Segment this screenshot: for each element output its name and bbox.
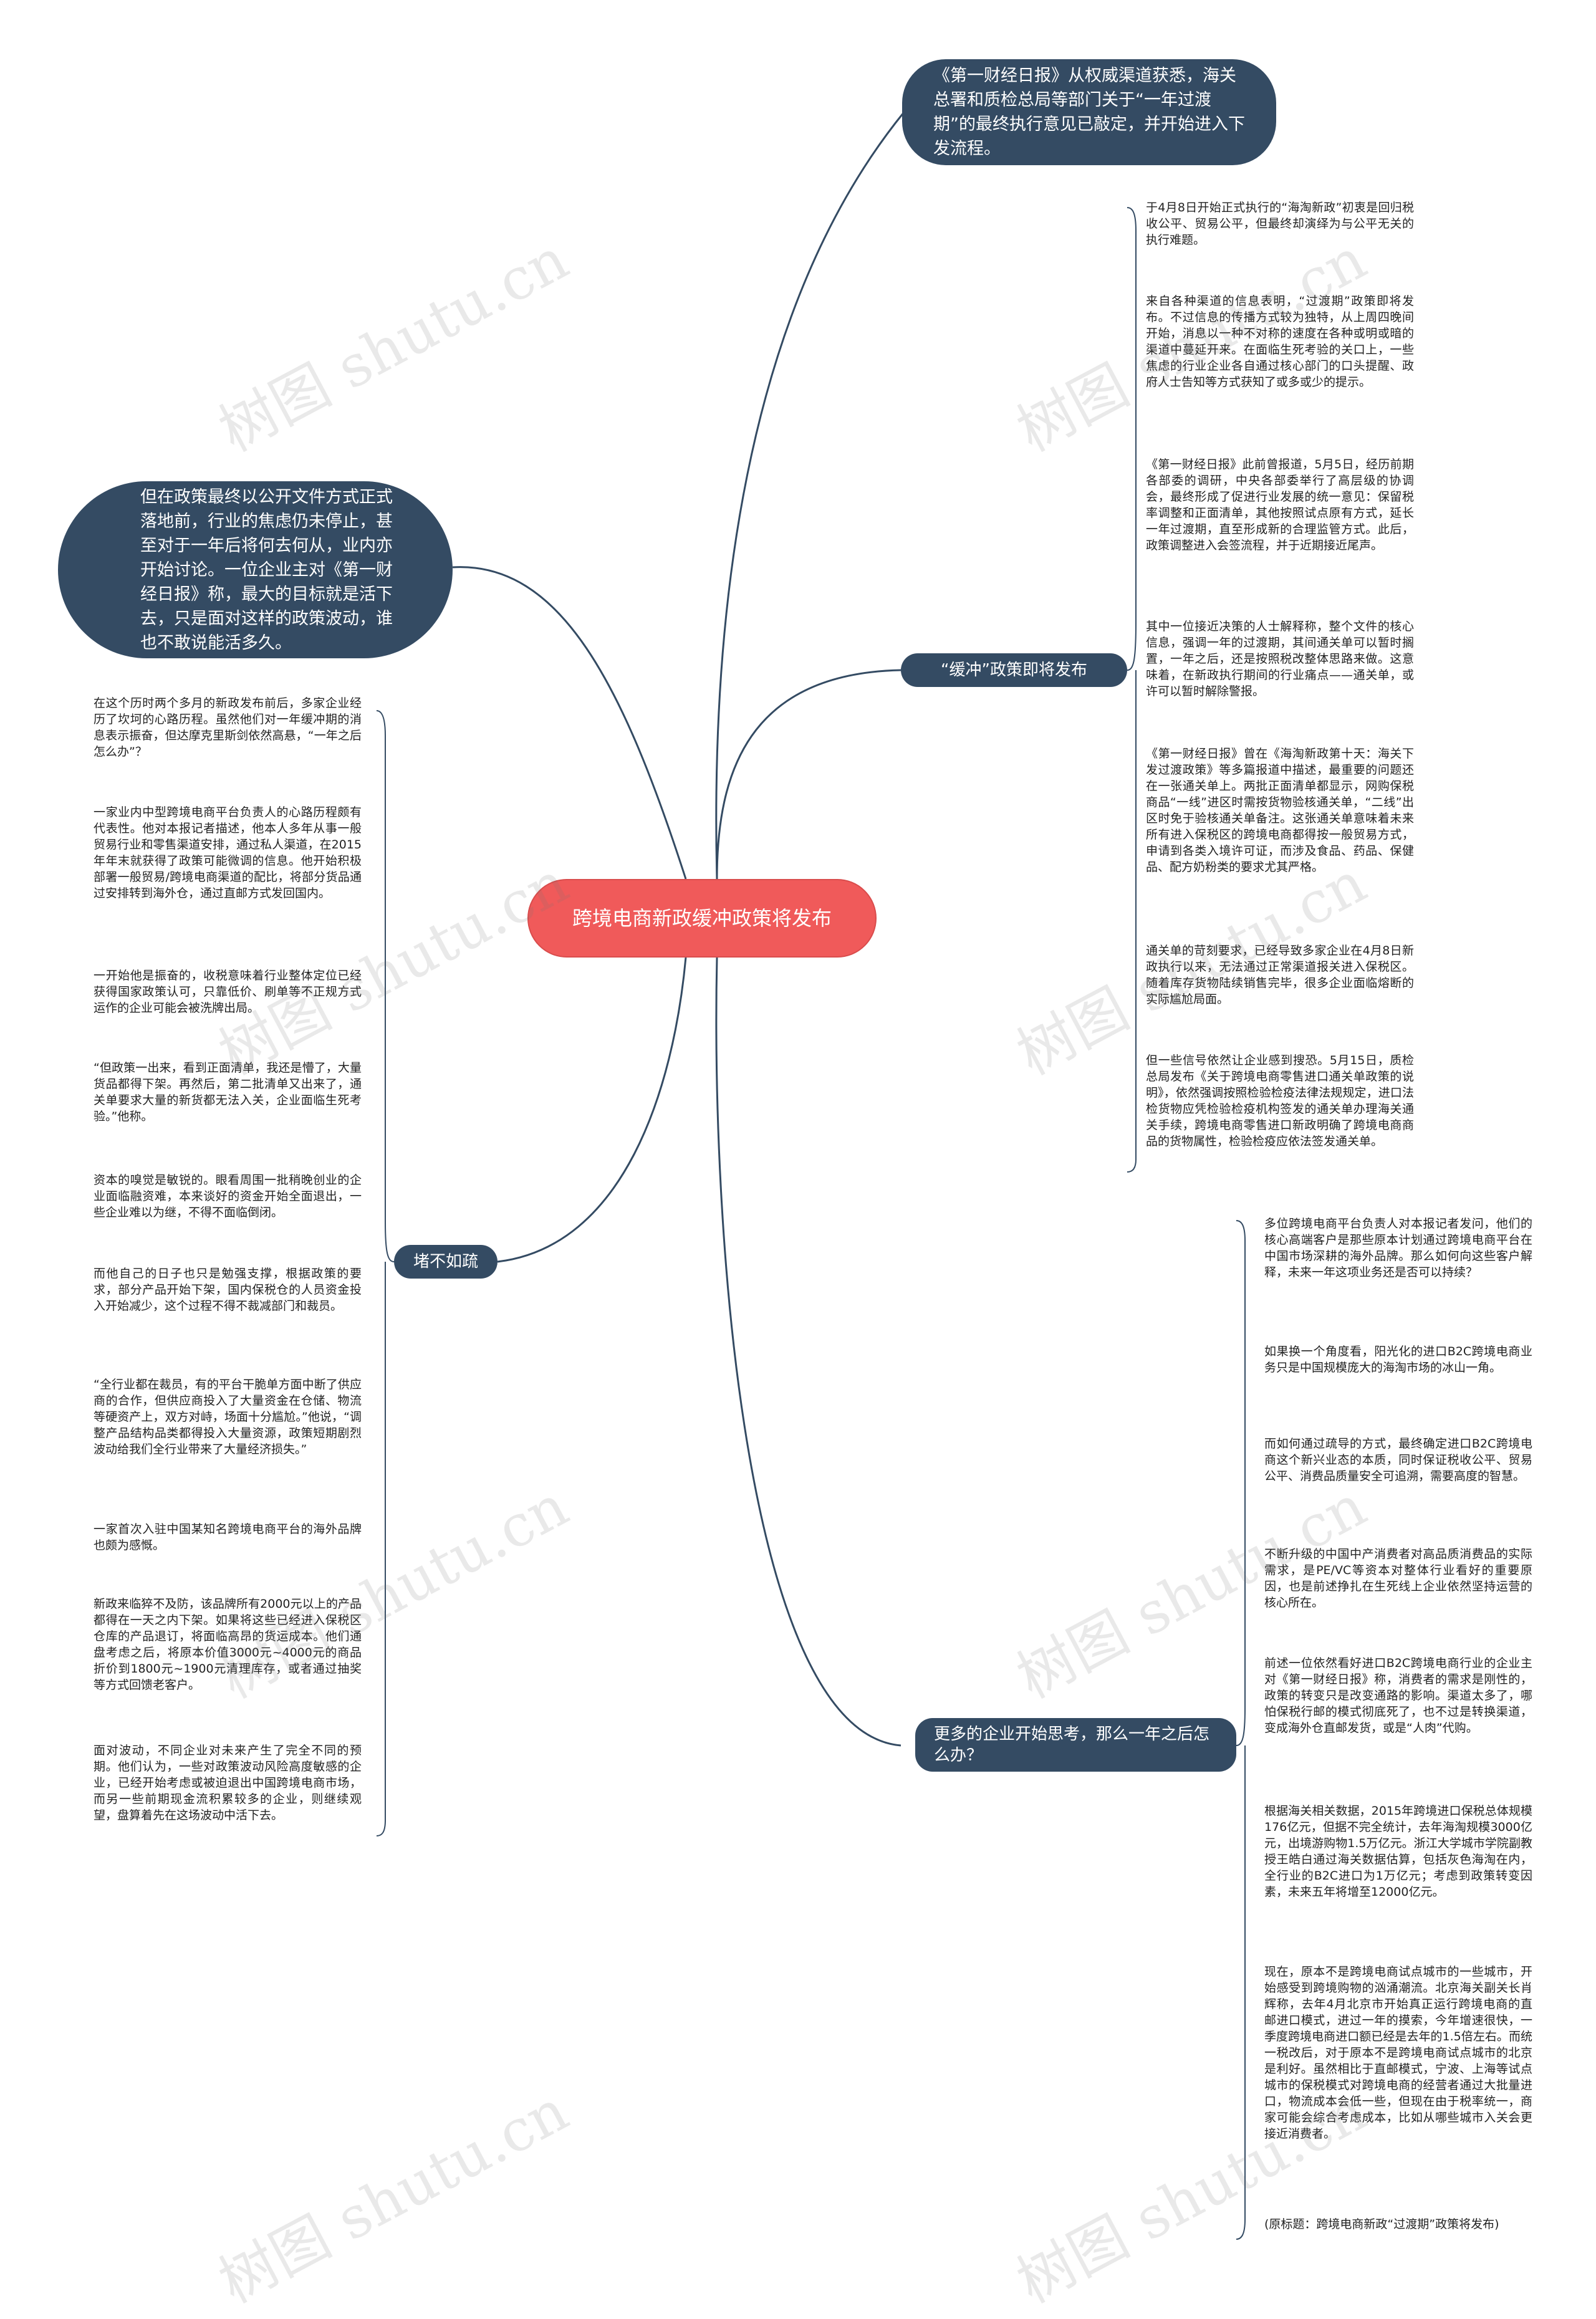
block-leaf-2: 一家业内中型跨境电商平台负责人的心路历程颇有代表性。他对本报记者描述，他本人多年… xyxy=(94,805,362,900)
more-leaf-8: (原标题：跨境电商新政“过渡期”政策将发布) xyxy=(1264,2217,1499,2231)
link-root-block xyxy=(497,957,687,1263)
buffer-leaf-4: 其中一位接近决策的人士解释称，整个文件的核心信息，强调一年的过渡期，其间通关单可… xyxy=(1146,620,1414,698)
block-leaf-10: 面对波动，不同企业对未来产生了完全不同的预期。他们认为，一些对政策波动风险高度敏… xyxy=(94,1744,362,1822)
link-root-more xyxy=(715,957,901,1747)
more-leaf-7: 现在，原本不是跨境电商试点城市的一些城市，开始感受到跨境购物的汹涌潮流。北京海关… xyxy=(1264,1965,1532,2141)
branch-more[interactable]: 更多的企业开始思考，那么一年之后怎么办？ xyxy=(915,1718,1236,1772)
block-leaf-4: “但政策一出来，看到正面清单，我还是懵了，大量货品都得下架。再然后，第二批清单又… xyxy=(94,1061,362,1123)
buffer-leaf-7: 但一些信号依然让企业感到搜恐。5月15日，质检总局发布《关于跨境电商零售进口通关… xyxy=(1146,1054,1414,1148)
more-leaf-5: 前述一位依然看好进口B2C跨境电商行业的企业主对《第一财经日报》称，消费者的需求… xyxy=(1264,1656,1532,1735)
block-leaf-1: 在这个历时两个多月的新政发布前后，多家企业经历了坎坷的心路历程。虽然他们对一年缓… xyxy=(94,696,362,759)
block-leaf-3: 一开始他是振奋的，收税意味着行业整体定位已经获得国家政策认可，只靠低价、刷单等不… xyxy=(94,969,362,1015)
buffer-leaf-1: 于4月8日开始正式执行的“海淘新政”初衷是回归税收公平、贸易公平，但最终却演绎为… xyxy=(1146,201,1414,247)
block-leaf-7: “全行业都在裁员，有的平台干脆单方面中断了供应商的合作，但供应商投入了大量资金在… xyxy=(94,1378,362,1456)
more-leaf-3: 而如何通过疏导的方式，最终确定进口B2C跨境电商这个新兴业态的本质，同时保证税收… xyxy=(1264,1437,1532,1483)
more-leaf-2: 如果换一个角度看，阳光化的进口B2C跨境电商业务只是中国规模庞大的海淘市场的冰山… xyxy=(1264,1345,1532,1375)
branch-block-label: 堵不如疏 xyxy=(413,1252,478,1271)
bracket-more xyxy=(1236,1220,1246,2240)
block-leaf-6: 而他自己的日子也只是勉强支撑，根据政策的要求，部分产品开始下架，国内保税仓的人员… xyxy=(94,1267,362,1313)
left-bubble-text: 但在政策最终以公开文件方式正式落地前，行业的焦虑仍未停止，甚至对于一年后将何去何… xyxy=(140,487,393,653)
more-leaf-4: 不断升级的中国中产消费者对高品质消费品的实际需求，是PE/VC等资本对整体行业看… xyxy=(1264,1547,1532,1610)
link-root-intro xyxy=(715,112,905,880)
buffer-leaf-5: 《第一财经日报》曾在《海淘新政第十天：海关下发过渡政策》等多篇报道中描述，最重要… xyxy=(1146,747,1414,874)
branch-block[interactable]: 堵不如疏 xyxy=(394,1245,498,1279)
block-leaf-8: 一家首次入驻中国某知名跨境电商平台的海外品牌也颇为感慨。 xyxy=(94,1522,362,1552)
block-leaf-9: 新政来临猝不及防，该品牌所有2000元以上的产品都得在一天之内下架。如果将这些已… xyxy=(94,1597,362,1692)
left-bubble[interactable]: 但在政策最终以公开文件方式正式落地前，行业的焦虑仍未停止，甚至对于一年后将何去何… xyxy=(58,481,453,658)
buffer-leaf-3: 《第一财经日报》此前曾报道，5月5日，经历前期各部委的调研，中央各部委举行了高层… xyxy=(1146,458,1414,552)
branch-buffer-label: “缓冲”政策即将发布 xyxy=(941,661,1087,679)
link-root-leftbubble xyxy=(452,566,687,880)
branch-more-label: 更多的企业开始思考，那么一年之后怎么办？ xyxy=(934,1725,1210,1765)
branch-buffer[interactable]: “缓冲”政策即将发布 xyxy=(901,653,1127,687)
link-root-buffer xyxy=(716,669,901,880)
buffer-leaf-6: 通关单的苛刻要求，已经导致多家企业在4月8日新政执行以来，无法通过正常渠道报关进… xyxy=(1146,944,1414,1006)
intro-bubble[interactable]: 《第一财经日报》从权威渠道获悉，海关总署和质检总局等部门关于“一年过渡期”的最终… xyxy=(902,59,1276,165)
bracket-block xyxy=(376,710,395,1836)
bracket-buffer xyxy=(1127,207,1137,1173)
central-topic[interactable]: 跨境电商新政缓冲政策将发布 xyxy=(527,879,877,958)
intro-bubble-text: 《第一财经日报》从权威渠道获悉，海关总署和质检总局等部门关于“一年过渡期”的最终… xyxy=(933,66,1245,158)
more-leaf-6: 根据海关相关数据，2015年跨境进口保税总体规模176亿元，但据不完全统计，去年… xyxy=(1264,1804,1532,1899)
block-leaf-5: 资本的嗅觉是敏锐的。眼看周围一批稍晚创业的企业面临融资难，本来谈好的资金开始全面… xyxy=(94,1173,362,1219)
buffer-leaf-2: 来自各种渠道的信息表明，“过渡期”政策即将发布。不过信息的传播方式较为独特，从上… xyxy=(1146,294,1414,389)
more-leaf-1: 多位跨境电商平台负责人对本报记者发问，他们的核心高端客户是那些原本计划通过跨境电… xyxy=(1264,1217,1532,1279)
